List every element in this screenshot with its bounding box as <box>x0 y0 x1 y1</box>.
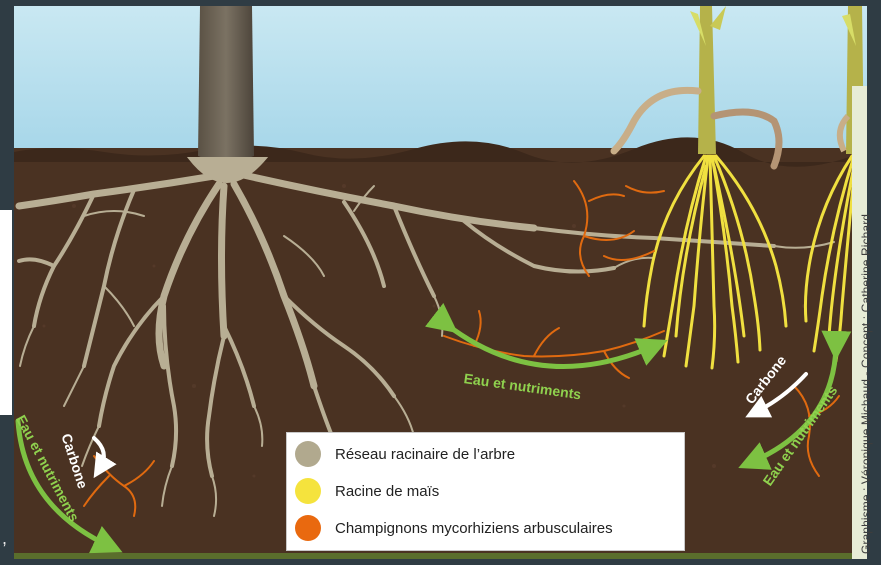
root-network-diagram: Eau et nutriments Eau et nutriments Carb… <box>14 6 867 559</box>
legend-label-tree-roots: Réseau racinaire de l’arbre <box>335 446 515 463</box>
tree-trunk <box>198 6 254 162</box>
sky <box>14 6 867 156</box>
legend-item-tree-roots: Réseau racinaire de l’arbre <box>295 439 515 469</box>
legend-swatch-tree-roots <box>295 441 321 467</box>
left-edge-comma: , <box>2 528 7 549</box>
legend-label-fungi: Champignons mycorhiziens arbusculaires <box>335 520 613 537</box>
legend-label-maize-roots: Racine de maïs <box>335 483 439 500</box>
legend: Réseau racinaire de l’arbre Racine de ma… <box>286 432 685 551</box>
left-white-panel <box>0 210 12 415</box>
legend-swatch-fungi <box>295 515 321 541</box>
legend-swatch-maize-roots <box>295 478 321 504</box>
legend-item-maize-roots: Racine de maïs <box>295 476 439 506</box>
bottom-green-border <box>14 553 867 559</box>
image-credit: Graphisme : Véronique Michaud - Concept … <box>859 214 873 554</box>
legend-item-fungi: Champignons mycorhiziens arbusculaires <box>295 513 613 543</box>
